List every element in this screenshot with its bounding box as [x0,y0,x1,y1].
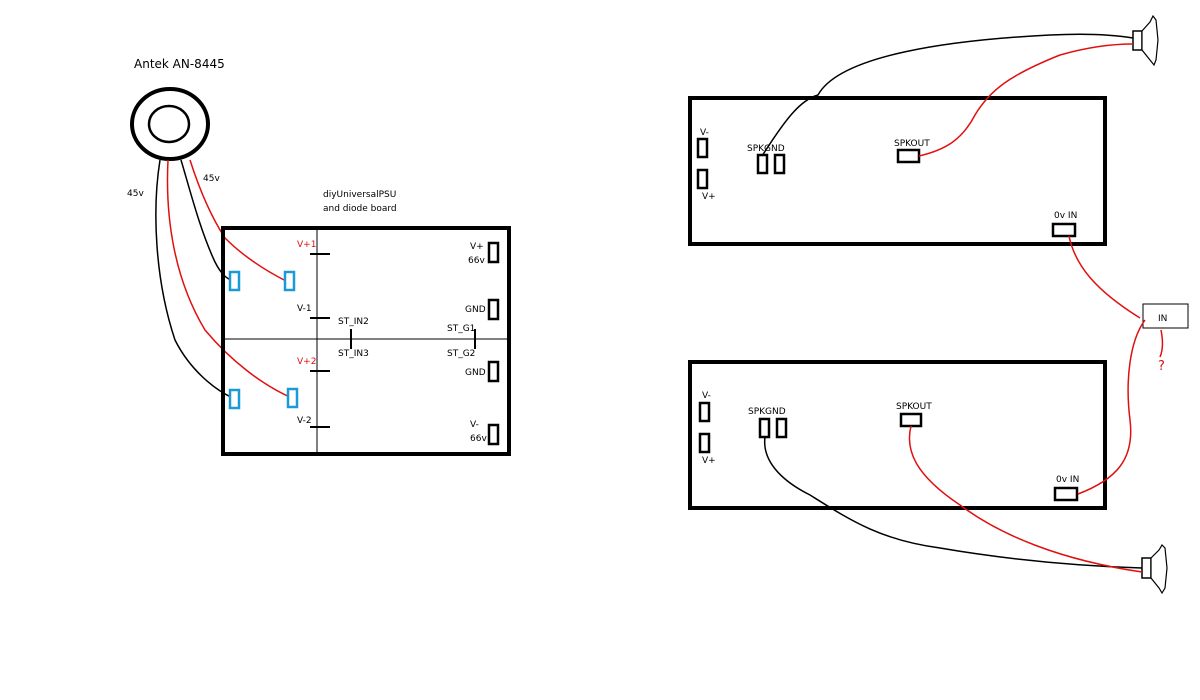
amp-top-vminus-label: V- [700,128,709,138]
amp-bottom-0vin-label: 0v IN [1056,475,1079,485]
speaker-bottom-magnet [1141,557,1152,579]
input-question-wire [1159,329,1164,358]
ac-terminal-1b [283,270,296,292]
amp-bottom-vminus-label: V- [702,391,711,401]
wire-top-0vin-to-input [1068,235,1141,319]
v-minus1-label: V-1 [297,304,312,314]
st-in2-label: ST_IN2 [338,317,369,327]
tap-left-label: 45v [127,189,144,199]
speaker-top-magnet [1132,30,1143,51]
ac-terminal-2b [286,387,299,409]
toroid-outer-ring [130,87,210,161]
amp-top-spkgnd-terminal-b [773,153,786,175]
wire-black-to-v2 [155,159,234,399]
st-g1-label: ST_G1 [447,324,475,334]
out-vminus-value: 66v [470,434,487,444]
st-g2-label: ST_G2 [447,349,475,359]
psu-board-outline [221,226,511,456]
amp-bottom-outline [688,360,1107,510]
psu-caption-line1: diyUniversalPSU [323,190,396,200]
amp-bottom-vplus-label: V+ [702,456,716,466]
amp-bottom-0vin-terminal [1053,486,1079,502]
speaker-bottom-cone [1150,544,1168,595]
out-vplus-terminal [487,241,500,264]
toroid-transformer: Antek AN-8445 45v 45v [127,57,225,199]
amp-bottom-vplus-terminal [698,432,711,454]
out-vminus-terminal [487,423,500,446]
v-minus2-label: V-2 [297,416,312,426]
amplifier-top: V- V+ SPKGND SPKOUT 0v IN [688,96,1107,246]
out-vplus-value: 66v [468,256,485,266]
amp-top-spkout-terminal [896,148,921,164]
psu-board: diyUniversalPSU and diode board V+1 V-1 … [221,190,511,456]
amp-wires [761,33,1146,573]
input-label: IN [1158,314,1167,324]
ac-terminal-2a [228,388,241,410]
wire-bottom-spkgnd-to-speaker [763,436,1143,569]
wire-black-to-v1 [180,159,234,282]
gnd1-label: GND [465,305,486,315]
wire-top-spkout-to-speaker [918,43,1134,157]
amp-bottom-spkout-terminal [899,412,923,428]
wire-top-spkgnd-to-speaker [761,33,1134,157]
amp-top-outline [688,96,1107,246]
amp-bottom-vminus-terminal [698,401,711,423]
input-box: IN ? [1142,303,1189,374]
wire-bottom-0vin-to-input [1077,319,1146,495]
v-plus2-label: V+2 [297,357,316,367]
out-vminus-label: V- [470,420,479,430]
amp-top-0vin-terminal [1051,222,1077,238]
amp-top-vplus-terminal [696,168,709,190]
amp-top-vplus-label: V+ [702,192,716,202]
amp-top-0vin-label: 0v IN [1054,211,1077,221]
amp-bottom-spkout-label: SPKOUT [896,402,932,412]
ac-terminal-1a [228,270,241,292]
input-question-mark: ? [1158,359,1165,374]
speaker-top-cone [1141,14,1159,67]
speaker-top [1132,14,1159,67]
gnd2-terminal [487,360,500,383]
speaker-bottom [1141,544,1168,595]
transformer-wires [155,159,293,399]
transformer-title: Antek AN-8445 [134,57,225,71]
out-vplus-label: V+ [470,242,484,252]
gnd2-label: GND [465,368,486,378]
v-plus1-label: V+1 [297,240,316,250]
gnd1-terminal [487,298,500,321]
amplifier-bottom: V- V+ SPKGND SPKOUT 0v IN [688,360,1107,510]
amp-bottom-spkgnd-terminal-b [775,417,788,439]
amp-bottom-spkgnd-terminal-a [758,417,771,439]
tap-right-label: 45v [203,174,220,184]
amp-top-spkgnd-terminal-a [756,153,769,175]
toroid-inner-ring [147,104,191,144]
psu-caption-line2: and diode board [323,204,397,214]
amp-top-vminus-terminal [696,137,709,159]
input-box-outline [1142,303,1189,329]
wire-red-to-v2 [166,159,293,399]
wire-bottom-spkout-to-speaker [908,425,1143,573]
st-in3-label: ST_IN3 [338,349,369,359]
amp-bottom-spkgnd-label: SPKGND [748,407,786,417]
amp-top-spkout-label: SPKOUT [894,139,930,149]
